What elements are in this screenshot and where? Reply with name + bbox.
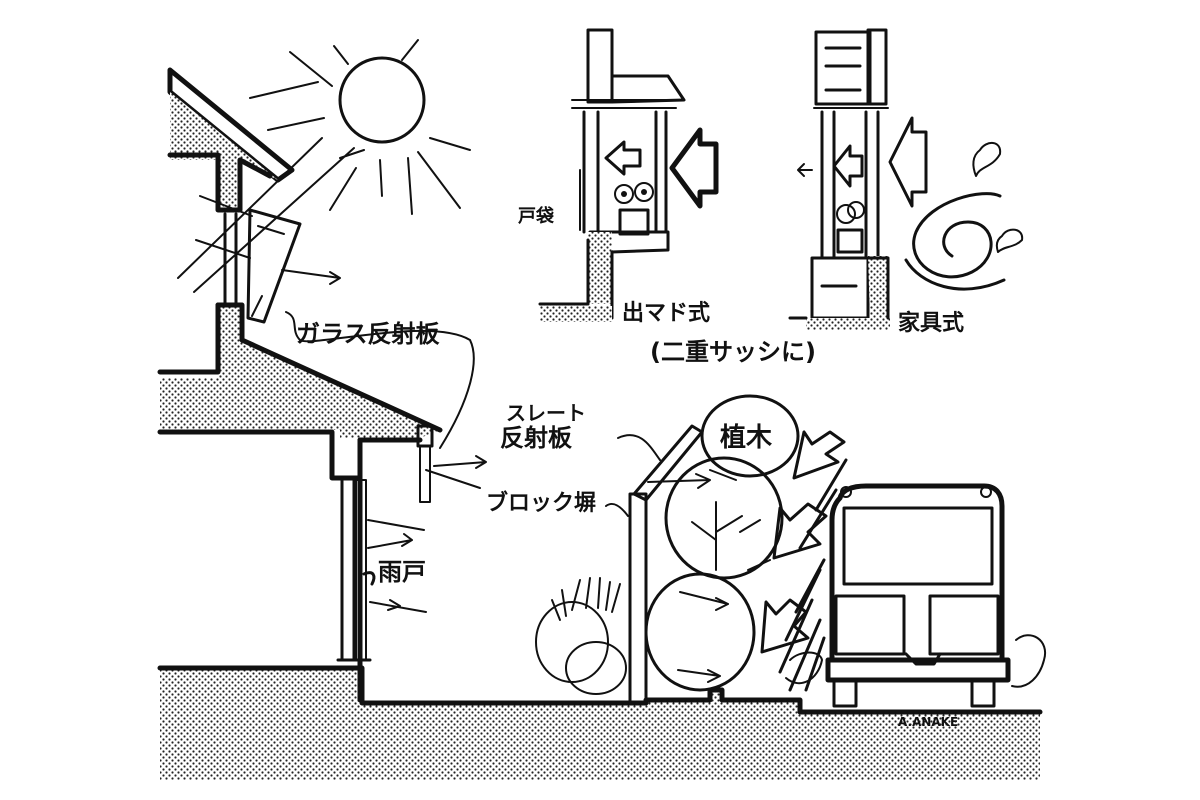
glass-reflector-leader bbox=[285, 311, 475, 449]
furniture-type-detail bbox=[788, 28, 1024, 330]
slate-reflector-label-1: スレート bbox=[506, 401, 586, 425]
shutter-leader bbox=[362, 571, 376, 586]
artist-signature: A.ANAKE bbox=[898, 715, 958, 729]
eave-arrow bbox=[425, 455, 487, 489]
double-sash-label: (二重サッシに) bbox=[650, 338, 816, 366]
storm-shutter-label: 雨戸 bbox=[378, 558, 426, 586]
block-wall-label: ブロック塀 bbox=[486, 490, 596, 516]
glass-reflector-panel bbox=[195, 195, 341, 324]
sun-icon bbox=[177, 39, 471, 293]
trees bbox=[535, 394, 800, 695]
block-wall bbox=[628, 492, 648, 704]
bay-window-type-label: 出マド式 bbox=[622, 301, 710, 326]
wind-arrows bbox=[760, 430, 848, 692]
bay-window-detail bbox=[538, 28, 719, 322]
furniture-type-label: 家具式 bbox=[898, 310, 964, 336]
car bbox=[785, 483, 1047, 708]
glass-reflector-label: ガラス反射板 bbox=[296, 320, 441, 348]
block-wall-leader bbox=[605, 502, 629, 517]
shutter-arrows bbox=[367, 519, 427, 613]
slate-reflector-leader bbox=[617, 434, 661, 461]
house-section bbox=[157, 67, 443, 703]
slate-reflector-label-2: 反射板 bbox=[500, 424, 573, 452]
shutter-box-label: 戸袋 bbox=[518, 205, 555, 227]
trees-label: 植木 bbox=[720, 423, 772, 453]
